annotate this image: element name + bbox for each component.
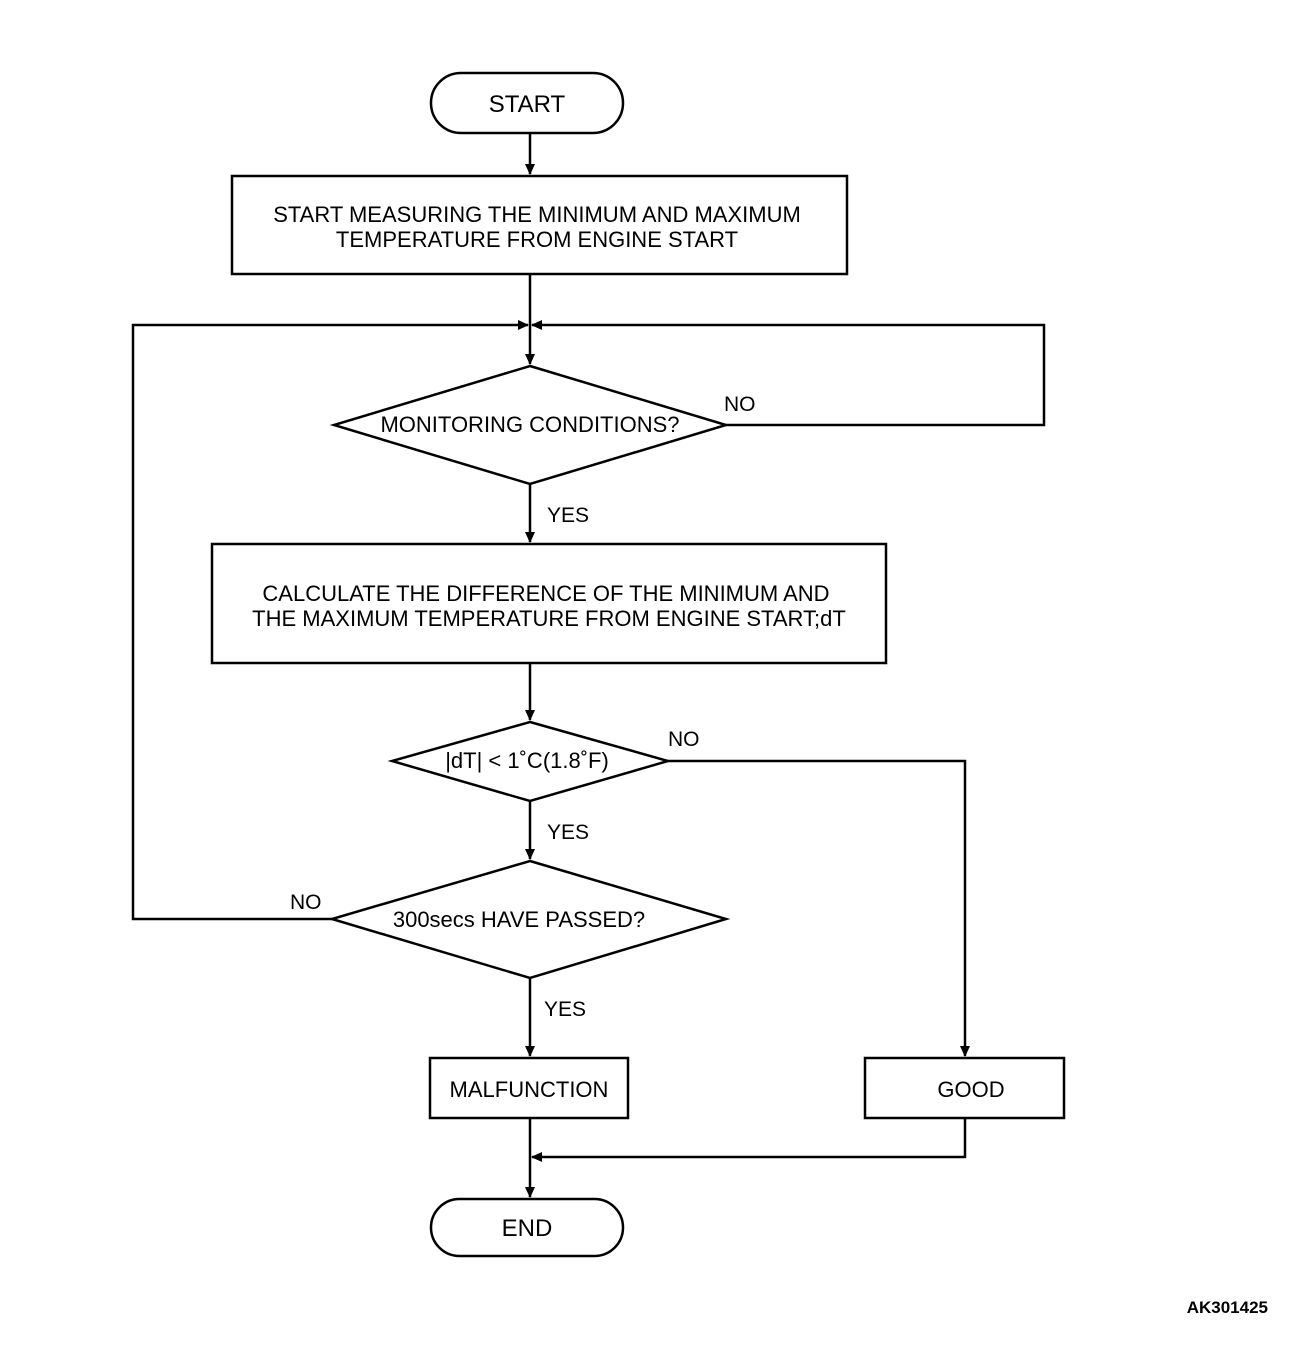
monitoring-yes-label: YES [547,504,589,527]
dt-label: |dT| < 1˚C(1.8˚F) [445,748,609,773]
malfunction-box: MALFUNCTION [428,1056,630,1120]
start-node: START [429,71,625,135]
start-label: START [489,91,566,118]
end-label: END [502,1215,553,1242]
good-box: GOOD [863,1056,1066,1120]
dt-decision: |dT| < 1˚C(1.8˚F) [387,720,673,803]
monitoring-label: MONITORING CONDITIONS? [380,412,679,437]
end-node: END [429,1197,625,1258]
timer-yes-label: YES [544,998,586,1021]
measure-process-box: START MEASURING THE MINIMUM AND MAXIMUM … [230,174,849,276]
connectors [131,133,1046,1198]
monitoring-no-label: NO [724,393,756,416]
timer-label: 300secs HAVE PASSED? [393,907,645,932]
timer-no-label: NO [290,891,322,914]
good-label: GOOD [937,1077,1004,1102]
dt-yes-label: YES [547,821,589,844]
measure-label-line1: START MEASURING THE MINIMUM AND MAXIMUM [273,202,801,227]
measure-label-line2: TEMPERATURE FROM ENGINE START [336,227,738,252]
malfunction-label: MALFUNCTION [450,1077,609,1102]
calc-label-line2: THE MAXIMUM TEMPERATURE FROM ENGINE STAR… [252,606,846,631]
dt-no-label: NO [668,728,700,751]
calculate-process-box: CALCULATE THE DIFFERENCE OF THE MINIMUM … [210,542,888,665]
edge-good-to-end [531,1118,967,1162]
figure-code: AK301425 [1187,1298,1268,1317]
edge-monitoring-no-loop [531,320,1046,427]
monitoring-decision: MONITORING CONDITIONS? [329,364,731,486]
edge-dt-no [668,759,970,1057]
timer-decision: 300secs HAVE PASSED? [327,859,731,980]
calc-label-line1: CALCULATE THE DIFFERENCE OF THE MINIMUM … [262,581,829,606]
edge-timer-no-loop [131,320,529,921]
